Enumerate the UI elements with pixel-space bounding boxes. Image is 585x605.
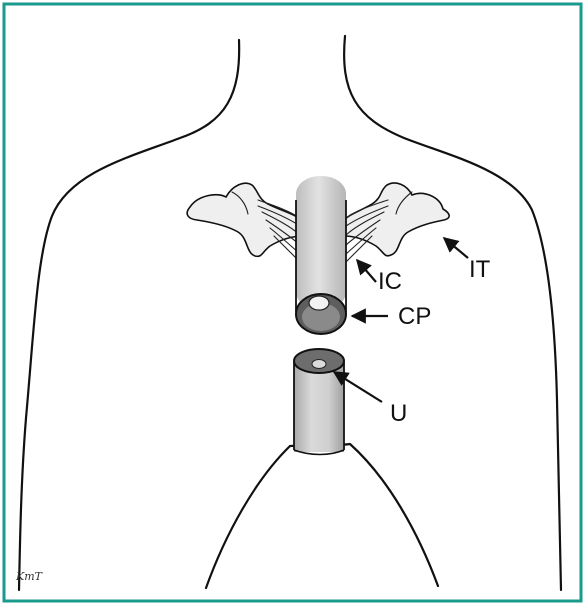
image-frame bbox=[4, 4, 581, 601]
lower-esophagus-segment bbox=[294, 349, 344, 455]
label-ic: IC bbox=[378, 268, 402, 295]
label-cp: CP bbox=[398, 303, 431, 330]
upper-esophagus-segment bbox=[296, 176, 346, 334]
label-it: IT bbox=[469, 256, 491, 283]
label-u: U bbox=[390, 400, 407, 427]
artist-signature: KmT bbox=[15, 570, 44, 583]
